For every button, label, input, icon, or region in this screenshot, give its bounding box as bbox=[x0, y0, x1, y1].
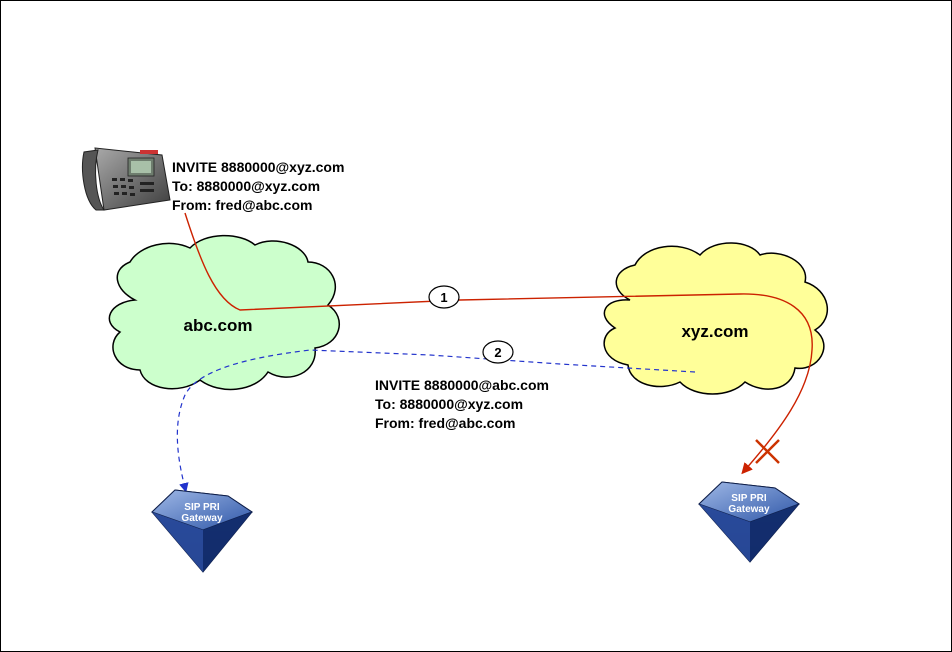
xyz-cloud-label: xyz.com bbox=[681, 322, 748, 341]
bottom-from-line: From: fred@abc.com bbox=[375, 415, 515, 431]
left-gateway-label-2: Gateway bbox=[181, 513, 223, 524]
abc-cloud-label: abc.com bbox=[184, 316, 253, 335]
abc-cloud: abc.com bbox=[108, 234, 340, 391]
bottom-invite-message: INVITE 8880000@abc.com To: 8880000@xyz.c… bbox=[375, 377, 549, 431]
right-gateway-label-1: SIP PRI bbox=[731, 493, 767, 504]
ip-phone-icon bbox=[82, 147, 171, 211]
top-invite-message: INVITE 8880000@xyz.com To: 8880000@xyz.c… bbox=[172, 159, 344, 213]
left-gateway-label-1: SIP PRI bbox=[184, 502, 220, 513]
top-from-line: From: fred@abc.com bbox=[172, 197, 312, 213]
top-invite-line: INVITE 8880000@xyz.com bbox=[172, 159, 344, 175]
step-2-number: 2 bbox=[494, 345, 501, 360]
step-1-number: 1 bbox=[440, 290, 447, 305]
step-1-marker: 1 bbox=[428, 285, 460, 309]
step-2-marker: 2 bbox=[482, 340, 514, 364]
right-sip-pri-gateway: SIP PRI Gateway bbox=[698, 481, 801, 563]
xyz-cloud: xyz.com bbox=[603, 242, 829, 395]
blocked-x-icon bbox=[755, 439, 780, 464]
step-1-path bbox=[184, 212, 813, 475]
right-gateway-label-2: Gateway bbox=[728, 504, 770, 515]
top-to-line: To: 8880000@xyz.com bbox=[172, 178, 320, 194]
step-2-path bbox=[176, 349, 696, 493]
bottom-invite-line: INVITE 8880000@abc.com bbox=[375, 377, 549, 393]
left-sip-pri-gateway: SIP PRI Gateway bbox=[151, 489, 254, 573]
bottom-to-line: To: 8880000@xyz.com bbox=[375, 396, 523, 412]
